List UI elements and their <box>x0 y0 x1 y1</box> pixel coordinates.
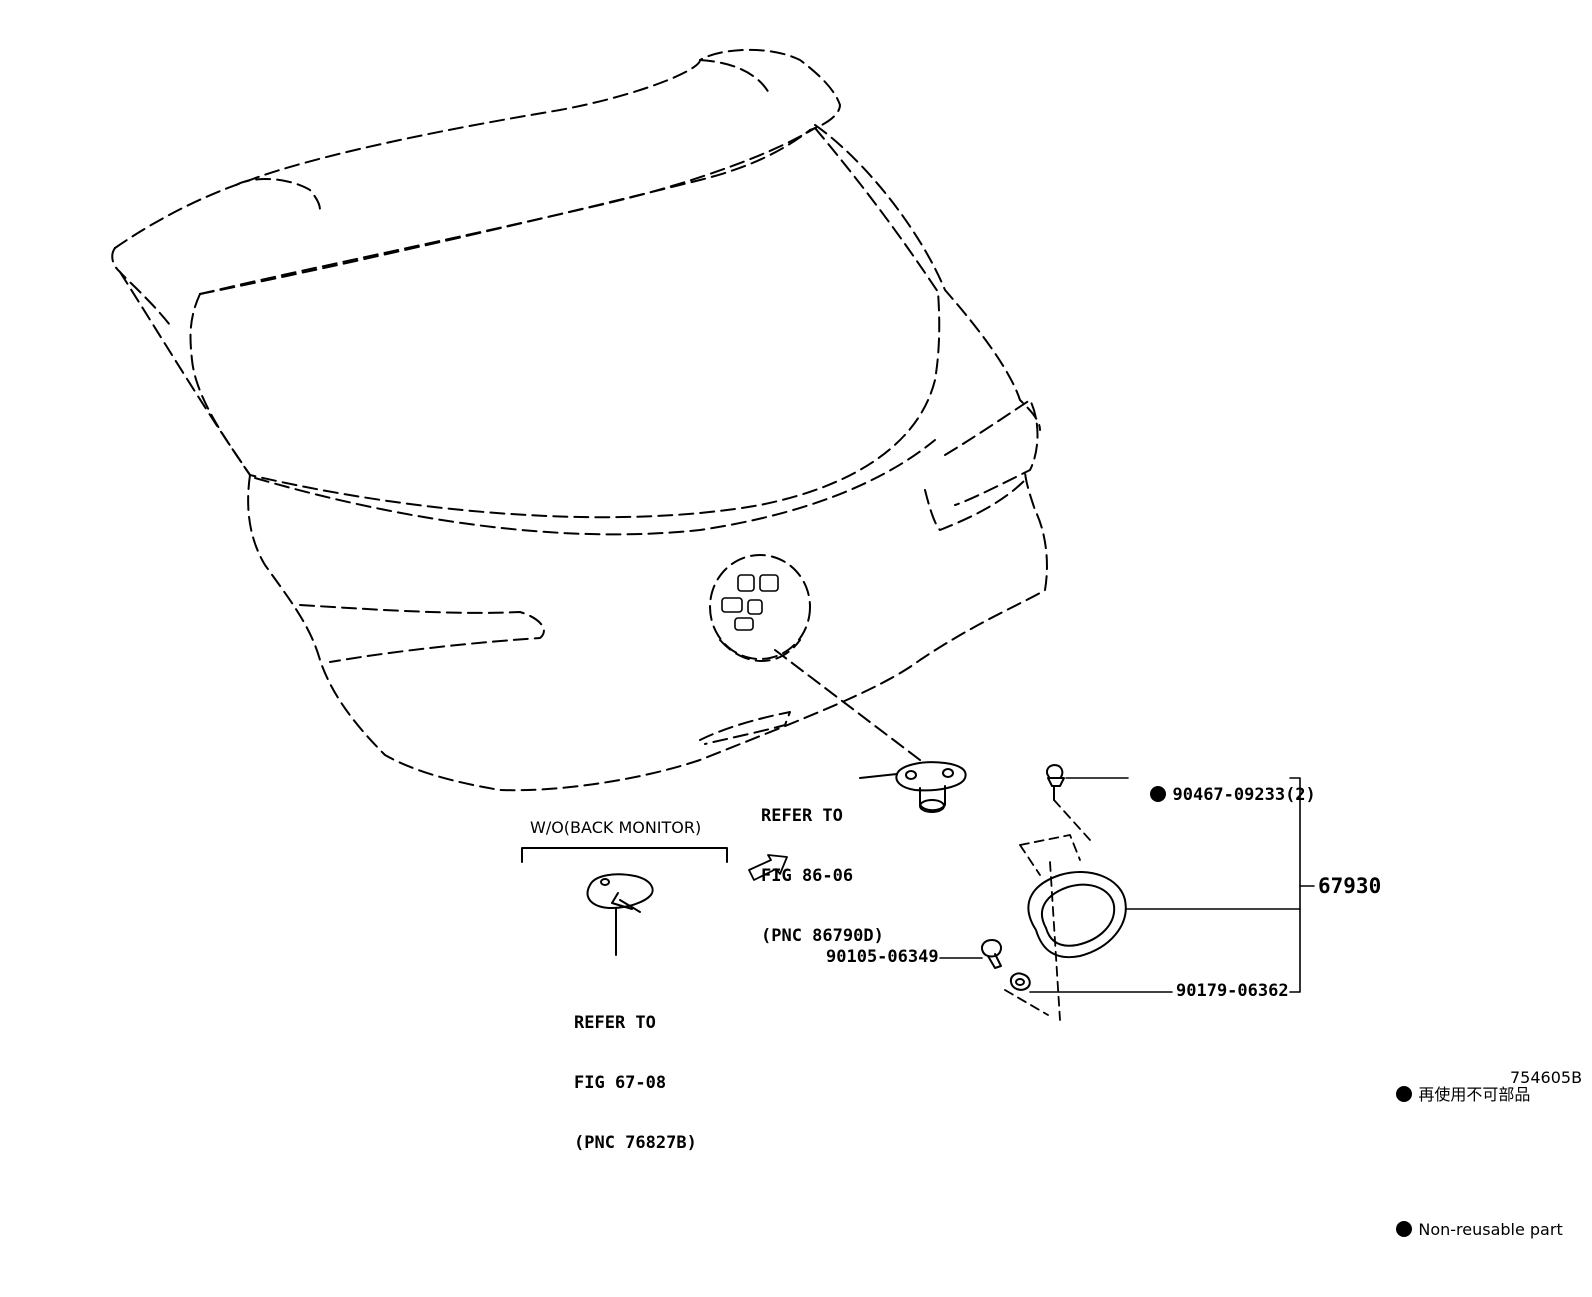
refer-86-06-line2: FIG 86-06 <box>761 866 854 886</box>
mounting-dash-lines <box>1004 799 1091 1021</box>
wo-back-monitor-label: W/O(BACK MONITOR) <box>530 818 702 837</box>
legend-dot-icon <box>1396 1086 1413 1102</box>
refer-67-08-line2: FIG 67-08 <box>574 1073 667 1093</box>
legend-item-japanese: 再使用不可部品 <box>1376 1054 1563 1135</box>
back-door-outline <box>111 48 1048 792</box>
legend: 再使用不可部品 Non-reusable part <box>1376 1000 1563 1297</box>
part-90467-label: 90467-09233(2) <box>1130 769 1316 804</box>
part-90179-label: 90179-06362 <box>1176 981 1289 1001</box>
legend-item-japanese-text: 再使用不可部品 <box>1418 1085 1531 1104</box>
direction-arrow <box>748 854 788 881</box>
refer-67-08-label: REFER TO FIG 67-08 (PNC 76827B) <box>574 973 697 1173</box>
figure-number: 754605B <box>1510 1068 1583 1087</box>
legend-dot-icon <box>1396 1221 1413 1237</box>
wo-back-monitor-bracket <box>521 847 728 863</box>
non-reusable-dot-icon <box>1150 786 1167 802</box>
tailgate-parts-diagram <box>111 48 1315 1021</box>
leader-lines <box>939 777 1315 993</box>
legend-item-english: Non-reusable part <box>1376 1189 1563 1270</box>
refer-86-06-label: REFER TO FIG 86-06 (PNC 86790D) <box>761 766 884 966</box>
part-90105-label: 90105-06349 <box>826 947 939 967</box>
refer-67-08-line3: (PNC 76827B) <box>574 1133 697 1153</box>
hole-plug-part <box>586 873 654 956</box>
refer-86-06-line1: REFER TO <box>761 806 843 826</box>
legend-item-english-text: Non-reusable part <box>1418 1220 1563 1239</box>
part-67930-label: 67930 <box>1318 874 1382 898</box>
refer-86-06-line3: (PNC 86790D) <box>761 926 884 946</box>
emblem-details <box>721 574 779 631</box>
garnish-assembly <box>981 764 1127 991</box>
refer-67-08-line1: REFER TO <box>574 1013 656 1033</box>
back-camera-part <box>859 761 967 813</box>
part-90467-number: 90467-09233(2) <box>1172 785 1316 805</box>
